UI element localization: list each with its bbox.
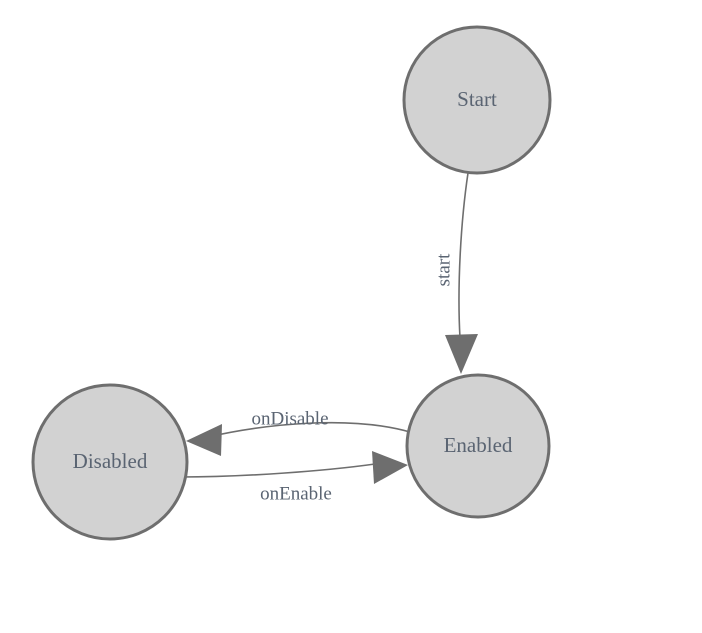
edge-label-start: start (434, 253, 455, 286)
edge-disabled-to-enabled-line (179, 463, 376, 478)
edge-disabled-to-enabled-arrowhead (372, 451, 408, 484)
node-start-circle (402, 25, 552, 175)
edge-start-to-enabled-arrowhead (445, 334, 478, 374)
node-disabled-label: Disabled (73, 449, 148, 473)
edge-enabled-to-disabled-line (207, 421, 411, 438)
node-start[interactable]: Start (402, 25, 552, 175)
edge-label-onenable: onEnable (260, 484, 332, 505)
node-start-label: Start (457, 87, 497, 111)
edge-start-to-enabled[interactable]: start (434, 172, 479, 374)
node-enabled-circle (405, 373, 551, 519)
edge-label-ondisable: onDisable (251, 409, 328, 430)
node-enabled[interactable]: Enabled (405, 373, 551, 519)
edge-enabled-to-disabled[interactable]: onDisable (186, 409, 411, 457)
node-disabled[interactable]: Disabled (31, 383, 189, 541)
node-disabled-circle (31, 383, 189, 541)
edge-disabled-to-enabled[interactable]: onEnable (179, 451, 408, 505)
edge-enabled-to-disabled-arrowhead (186, 424, 222, 456)
edge-start-to-enabled-line (458, 172, 469, 339)
node-enabled-label: Enabled (444, 433, 513, 457)
